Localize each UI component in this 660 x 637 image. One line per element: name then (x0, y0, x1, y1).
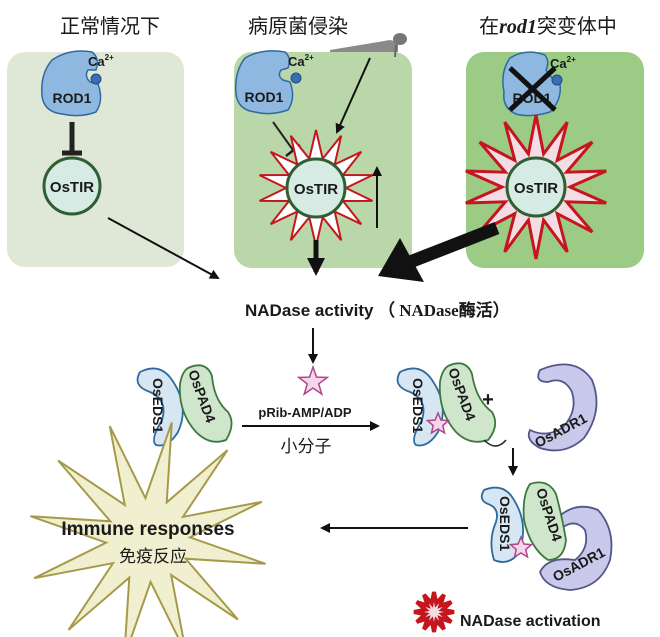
rod1-shape (234, 50, 294, 115)
oseds1-label: OsEDS1 (497, 496, 513, 551)
calcium-ion-icon (290, 72, 302, 84)
rod1-shape (40, 50, 102, 117)
eds1-pad4-dimer: OsEDS1 OsPAD4 (136, 364, 233, 447)
reaction-top-label: pRib-AMP/ADP (258, 405, 351, 420)
ostir-node (42, 156, 102, 216)
immune-label: Immune responses (61, 519, 234, 540)
legend-burst-icon (413, 591, 455, 633)
small-molecule-star-icon (425, 411, 451, 435)
pathogen-arrow (335, 57, 371, 134)
small-molecule-star-icon (508, 535, 534, 559)
calcium-ion-icon (90, 73, 102, 85)
calcium-ion-icon (551, 74, 563, 86)
conformation-change-icon (483, 439, 507, 447)
oseds1-label: OsEDS1 (150, 378, 166, 433)
immune-burst-shape (30, 422, 266, 637)
ion-label: Ca2+ (88, 53, 114, 69)
ostir-label: OsTIR (50, 179, 94, 196)
panel-infection-title: 病原菌侵染 (248, 14, 348, 38)
oseds1-shape (396, 367, 444, 447)
rod1-protein: Ca2+ ROD1 (234, 50, 314, 115)
ospad4-shape (438, 362, 497, 443)
ion-label: Ca2+ (550, 55, 576, 71)
ostir-node (505, 156, 567, 218)
rod1-protein: Ca2+ ROD1 (40, 50, 114, 117)
osadr1-shape (527, 363, 598, 452)
eds1-pad4-adr1-complex: OsADR1 OsEDS1 OsPAD4 (480, 481, 613, 591)
plus-sign: + (482, 389, 494, 411)
ospad4-shape (522, 481, 567, 561)
panel-infection: 病原菌侵染 Ca2+ ROD1 OsTIR (234, 14, 412, 276)
panel-mutant-title: 在rod1突变体中 (479, 14, 617, 38)
reaction-bottom-label: 小分子 (281, 437, 332, 457)
nadase-activity-label: NADase activity （ NADase酶活） (245, 300, 510, 320)
pathogen-icon (330, 33, 407, 58)
rod1-protein-deleted: Ca2+ ROD1 (502, 51, 576, 117)
ospad4-shape (178, 364, 233, 443)
rod1-label: ROD1 (513, 90, 552, 106)
ostir-label: OsTIR (294, 181, 338, 198)
rod1-label: ROD1 (53, 90, 92, 106)
ostir-label: OsTIR (514, 180, 558, 197)
normal-arrow (107, 217, 220, 279)
mutant-big-arrow (378, 221, 500, 282)
oseds1-label: OsEDS1 (410, 378, 426, 433)
deletion-cross-icon (508, 66, 557, 112)
small-molecule-star-icon (296, 364, 330, 396)
panel-normal-title: 正常情况下 (60, 14, 160, 38)
ostir-node (285, 157, 347, 219)
ion-label: Ca2+ (288, 53, 314, 69)
rod1-label: ROD1 (245, 89, 284, 105)
osadr1-shape (539, 505, 613, 591)
osadr1-protein: OsADR1 (527, 363, 598, 452)
eds1-pad4-activated-dimer: OsEDS1 OsPAD4 (396, 362, 507, 447)
oseds1-shape (480, 486, 524, 563)
panel-mutant: 在rod1突变体中 Ca2+ ROD1 OsTIR (465, 14, 644, 268)
panel-normal: 正常情况下 Ca2+ ROD1 OsTIR (7, 14, 184, 267)
legend-label: NADase activation (460, 613, 601, 630)
inhibition-line (272, 121, 294, 151)
immune-label-cn: 免疫反应 (119, 547, 187, 567)
